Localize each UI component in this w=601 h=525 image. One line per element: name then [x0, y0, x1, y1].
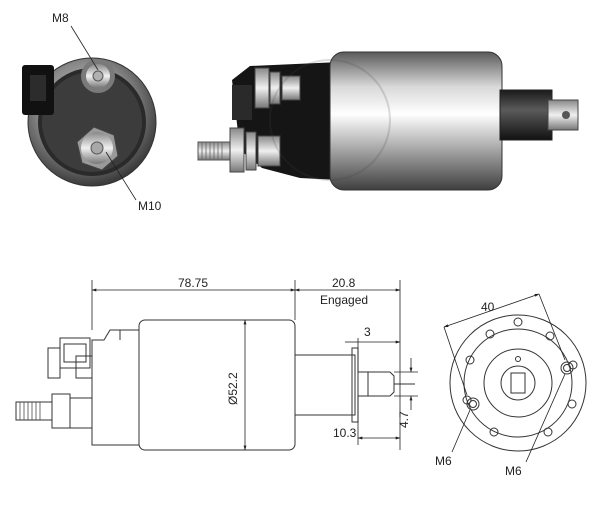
- m10-terminal-icon: [76, 126, 119, 171]
- dim-plunger-length: 10.3: [333, 426, 357, 440]
- side-dimension-drawing: 78.75 20.8 Engaged Ø52.2 3 4.7 10.3: [15, 276, 418, 451]
- m6-right-label: M6: [505, 464, 522, 478]
- m6-left-label: M6: [435, 454, 452, 468]
- m6-hole-right-icon: [560, 361, 574, 375]
- m8-terminal-icon: [81, 59, 115, 93]
- dim-diameter: Ø52.2: [226, 372, 240, 405]
- terminal-end-photo: M8 M10: [22, 11, 162, 213]
- dim-stroke-note: Engaged: [320, 293, 368, 307]
- side-view-photo: [197, 51, 579, 191]
- dim-stroke: 20.8: [332, 276, 356, 290]
- m10-label: M10: [138, 199, 162, 213]
- dim-plunger-tip: 3: [364, 325, 371, 339]
- dim-tip-height: 4.7: [397, 411, 411, 428]
- m8-label: M8: [52, 11, 69, 25]
- dim-body-length: 78.75: [178, 276, 208, 290]
- flange-end-view: 40 M6 M6: [435, 293, 587, 478]
- bolt-circle-label: 40: [481, 300, 495, 314]
- m6-hole-left-icon: [466, 397, 480, 411]
